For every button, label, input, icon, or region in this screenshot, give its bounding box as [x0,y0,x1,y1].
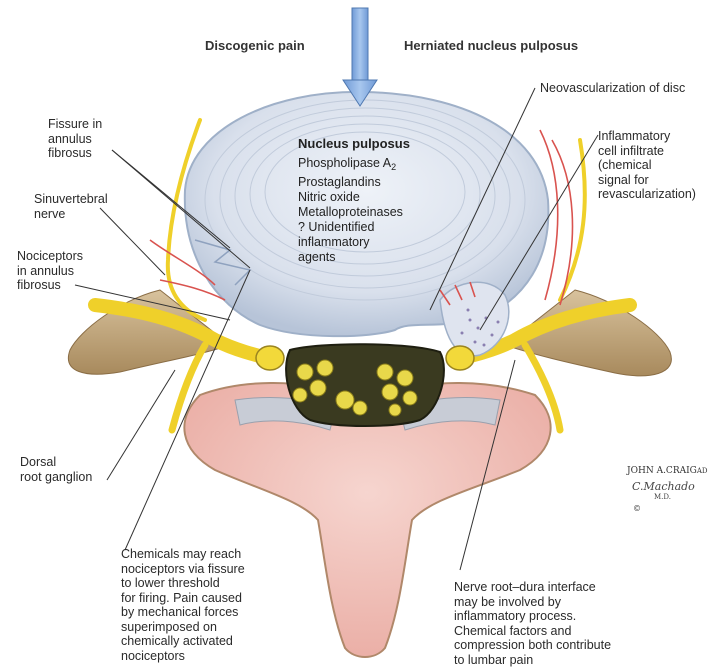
nucleus-agent-item: agents [298,250,403,265]
label-inflammatory-infiltrate: Inflammatory cell infiltrate (chemical s… [598,129,696,202]
nucleus-agent-item: Phospholipase A2 [298,156,403,175]
label-sinuvertebral-nerve: Sinuvertebral nerve [34,192,108,221]
header-discogenic-pain: Discogenic pain [205,38,305,53]
spinal-canal [286,344,444,426]
artist2-name: C.Machado [632,480,695,493]
nucleus-agent-item: Metalloproteinases [298,205,403,220]
label-nerve-root-dura: Nerve root–dura interface may be involve… [454,580,611,667]
artist1-name: JOHN A.CRAIG [627,466,697,476]
label-nociceptors: Nociceptors in annulus fibrosus [17,249,83,293]
label-fissure: Fissure in annulus fibrosus [48,117,102,161]
nucleus-agent-item: Nitric oxide [298,190,403,205]
label-neovascularization: Neovascularization of disc [540,81,685,96]
label-chemicals: Chemicals may reach nociceptors via fiss… [121,547,245,663]
artist1-suffix: AD [697,467,708,475]
nucleus-agent-item: Prostaglandins [298,175,403,190]
artist-signature-craig: JOHN A.CRAIGAD [627,466,708,476]
artist-signature-machado: C.Machado M.D. [632,480,695,501]
label-dorsal-root-ganglion: Dorsal root ganglion [20,455,92,484]
nucleus-title: Nucleus pulposus [298,136,410,151]
nucleus-agent-item: ? Unidentified [298,220,403,235]
nucleus-agent-item: inflammatory [298,235,403,250]
header-herniated-nucleus: Herniated nucleus pulposus [404,38,578,53]
artist2-suffix: M.D. [654,493,695,501]
copyright-mark: © [633,504,641,513]
